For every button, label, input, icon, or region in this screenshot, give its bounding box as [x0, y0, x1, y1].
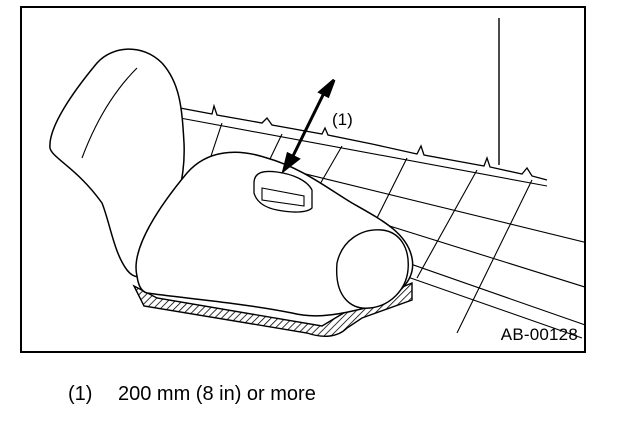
floor-edge: [179, 103, 548, 181]
seat-side-bolster: [336, 229, 409, 309]
legend-key: (1): [68, 383, 93, 405]
callout-label-1: (1): [332, 110, 353, 129]
seat-back: [49, 48, 185, 278]
legend-item: (1) 200 mm (8 in) or more: [68, 383, 316, 406]
figure-id-label: AB-00128: [500, 325, 578, 344]
legend-text: 200 mm (8 in) or more: [118, 383, 316, 405]
seat-line-drawing: [49, 18, 584, 339]
seat-illustration-figure: (1) AB-00128: [20, 6, 586, 353]
headroom-arrow: [281, 78, 336, 174]
